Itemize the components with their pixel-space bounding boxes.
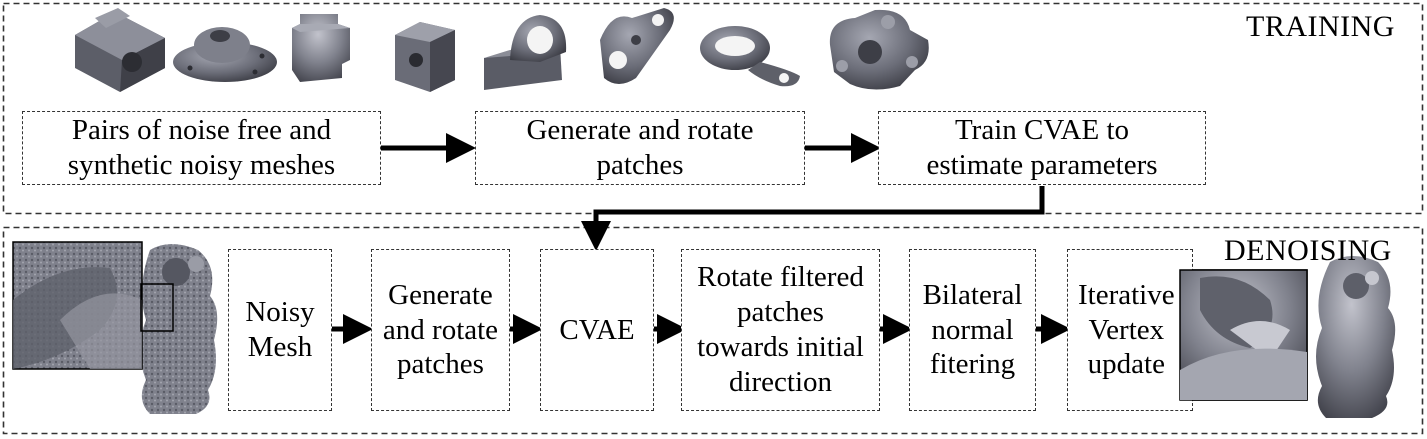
step-bilateral-filtering: Bilateral normal fitering — [909, 249, 1036, 411]
training-mesh-flat-part — [292, 14, 350, 82]
training-mesh-ring — [700, 26, 800, 87]
training-mesh-block — [75, 8, 165, 92]
step-noisy-mesh: Noisy Mesh — [228, 249, 332, 411]
step-vertex-update-text: Iterative Vertex update — [1078, 278, 1175, 381]
noisy-lion-mesh — [140, 244, 218, 414]
step-cvae: CVAE — [540, 249, 654, 411]
step-bilateral-filtering-text: Bilateral normal fitering — [922, 278, 1023, 381]
step-pairs-meshes-text: Pairs of noise free and synthetic noisy … — [67, 114, 336, 181]
training-label: TRAINING — [1246, 10, 1395, 43]
step-vertex-update: Iterative Vertex update — [1067, 249, 1193, 411]
step-generate-rotate-denoise: Generate and rotate patches — [371, 249, 510, 411]
step-pairs-meshes: Pairs of noise free and synthetic noisy … — [22, 111, 381, 185]
training-frame — [2, 2, 1424, 215]
training-mesh-gear — [829, 9, 929, 90]
training-mesh-plate — [173, 27, 277, 82]
step-generate-rotate-training-text: Generate and rotate patches — [526, 114, 754, 181]
step-rotate-filtered: Rotate filtered patches towards initial … — [681, 249, 880, 411]
noisy-zoom-region — [140, 283, 174, 332]
arrow-connector — [581, 186, 1045, 251]
denoised-lion-mesh — [1316, 256, 1396, 418]
step-rotate-filtered-text: Rotate filtered patches towards initial … — [697, 261, 864, 398]
training-mesh-bracket — [484, 15, 567, 90]
step-generate-rotate-training: Generate and rotate patches — [475, 111, 805, 185]
step-train-cvae: Train CVAE to estimate parameters — [878, 111, 1206, 185]
training-mesh-cube-hole — [395, 22, 455, 92]
step-noisy-mesh-text: Noisy Mesh — [245, 296, 315, 363]
step-cvae-text: CVAE — [559, 313, 635, 346]
step-generate-rotate-denoise-text: Generate and rotate patches — [382, 278, 499, 381]
step-train-cvae-text: Train CVAE to estimate parameters — [926, 114, 1158, 181]
denoising-label: DENOISING — [1224, 234, 1392, 267]
training-mesh-link — [600, 8, 674, 84]
denoising-frame — [2, 226, 1424, 435]
